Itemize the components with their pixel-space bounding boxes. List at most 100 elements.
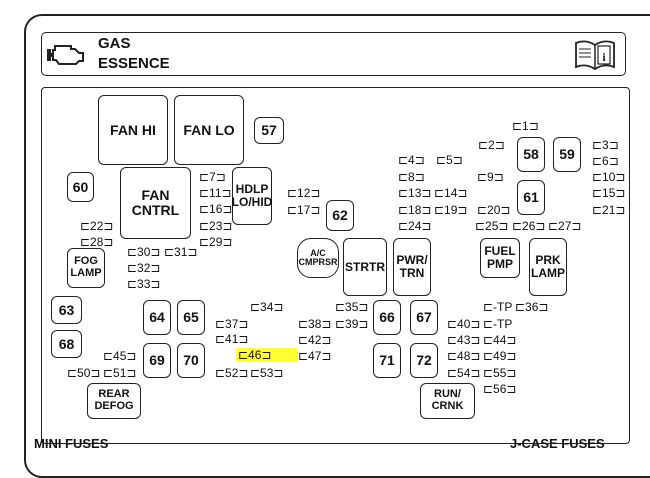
fuse-43: ⊏43⊐ xyxy=(447,333,481,347)
fuse-56: ⊏56⊐ xyxy=(483,382,517,396)
fuse-21: ⊏21⊐ xyxy=(592,203,626,217)
relay-label: 71 xyxy=(379,352,395,369)
relay-label: 66 xyxy=(379,309,395,326)
relay-label: 62 xyxy=(332,207,348,224)
relay-strtr: STRTR xyxy=(343,238,387,296)
svg-text:i: i xyxy=(602,50,606,64)
relay-64: 64 xyxy=(143,300,171,335)
fuse-44: ⊏44⊐ xyxy=(483,333,517,347)
fuse-15: ⊏15⊐ xyxy=(592,186,626,200)
relay-69: 69 xyxy=(143,343,171,378)
relay-label: 65 xyxy=(183,309,199,326)
relay-57: 57 xyxy=(254,117,284,144)
fuse-37: ⊏37⊐ xyxy=(215,317,249,331)
fuse-41: ⊏41⊐ xyxy=(215,332,249,346)
fuse-32: ⊏32⊐ xyxy=(127,261,161,275)
fuse-36: ⊏36⊐ xyxy=(515,300,549,314)
header-line-1: GAS xyxy=(98,35,131,52)
relay-label: 58 xyxy=(523,146,539,163)
relay-label: 61 xyxy=(523,189,539,206)
relay-label: 68 xyxy=(58,335,75,352)
fuse-30: ⊏30⊐ xyxy=(127,245,161,259)
relay-fan-lo: FAN LO xyxy=(174,95,244,165)
fuse-34: ⊏34⊐ xyxy=(250,300,284,314)
fuse-27: ⊏27⊐ xyxy=(548,219,582,233)
relay-label: PWR/ TRN xyxy=(396,253,428,280)
fuse-24: ⊏24⊐ xyxy=(398,219,432,233)
fuse-29: ⊏29⊐ xyxy=(199,235,233,249)
fuse-39: ⊏39⊐ xyxy=(335,317,369,331)
relay-hdlp: HDLP LO/HID xyxy=(232,167,272,225)
fuse-panel xyxy=(41,87,630,444)
relay-label: REAR DEFOG xyxy=(94,388,134,412)
fuse-28: ⊏28⊐ xyxy=(80,235,114,249)
fuse-51: ⊏51⊐ xyxy=(103,366,137,380)
fuse-40: ⊏40⊐ xyxy=(447,317,481,331)
fuse-35: ⊏35⊐ xyxy=(335,300,369,314)
fuse-6: ⊏6⊐ xyxy=(592,154,619,168)
fuse-52: ⊏52⊐ xyxy=(215,366,249,380)
fuse-53: ⊏53⊐ xyxy=(250,366,284,380)
fuse-14: ⊏14⊐ xyxy=(434,186,468,200)
relay-label: 60 xyxy=(72,178,89,195)
fuse-1: ⊏1⊐ xyxy=(512,119,539,133)
fuse-17: ⊏17⊐ xyxy=(287,203,321,217)
fuse-20: ⊏20⊐ xyxy=(477,203,511,217)
fuse-33: ⊏33⊐ xyxy=(127,277,161,291)
relay-61: 61 xyxy=(517,180,545,215)
relay-run-crnk: RUN/ CRNK xyxy=(420,383,475,419)
relay-58: 58 xyxy=(517,137,545,172)
relay-label: 70 xyxy=(183,352,199,369)
relay-70: 70 xyxy=(177,343,205,378)
manual-icon: i xyxy=(575,40,615,71)
relay-label: STRTR xyxy=(345,259,385,274)
relay-label: 59 xyxy=(559,146,575,163)
fuse-50: ⊏50⊐ xyxy=(67,366,101,380)
relay-fan-cntrl: FAN CNTRL xyxy=(120,167,191,239)
fuse-26: ⊏26⊐ xyxy=(512,219,546,233)
relay-label: 69 xyxy=(149,352,165,369)
relay-prk-lamp: PRK LAMP xyxy=(529,238,567,296)
relay-ac-cmprsr: A/C CMPRSR xyxy=(297,238,339,278)
relay-63: 63 xyxy=(51,296,82,324)
fuse-22: ⊏22⊐ xyxy=(80,219,114,233)
relay-label: 64 xyxy=(149,309,165,326)
relay-72: 72 xyxy=(410,343,438,378)
fuse-3: ⊏3⊐ xyxy=(592,138,619,152)
relay-label: RUN/ CRNK xyxy=(431,388,464,412)
relay-label: 72 xyxy=(416,352,432,369)
relay-label: FAN CNTRL xyxy=(131,187,180,218)
relay-rear-defog: REAR DEFOG xyxy=(87,383,141,419)
relay-label: FAN LO xyxy=(183,121,235,138)
relay-60: 60 xyxy=(67,172,94,202)
fuse-49: ⊏49⊐ xyxy=(483,349,517,363)
fuse-38: ⊏38⊐ xyxy=(298,317,332,331)
header-line-2: ESSENCE xyxy=(98,55,170,72)
relay-label: PRK LAMP xyxy=(531,253,565,280)
fuse-11: ⊏11⊐ xyxy=(199,186,232,200)
relay-label: HDLP LO/HID xyxy=(231,182,273,209)
fuse-2: ⊏2⊐ xyxy=(478,138,505,152)
fuse-42: ⊏42⊐ xyxy=(298,333,332,347)
fuse-31: ⊏31⊐ xyxy=(164,245,198,259)
footer-j-case-fuses: J-CASE FUSES xyxy=(510,436,605,451)
relay-65: 65 xyxy=(177,300,205,335)
relay-label: 57 xyxy=(261,122,277,139)
fuse-5: ⊏5⊐ xyxy=(436,153,463,167)
fuse-18: ⊏18⊐ xyxy=(398,203,432,217)
fuse-25: ⊏25⊐ xyxy=(475,219,509,233)
footer-mini-fuses: MINI FUSES xyxy=(34,436,109,451)
fuse-tp-1: ⊏-TP xyxy=(483,300,513,314)
fuse-13: ⊏13⊐ xyxy=(398,186,432,200)
fuse-12: ⊏12⊐ xyxy=(287,186,321,200)
relay-label: 63 xyxy=(58,301,75,318)
relay-62: 62 xyxy=(326,200,354,231)
fuse-tp-2: ⊏-TP xyxy=(483,317,513,331)
relay-59: 59 xyxy=(553,137,581,172)
relay-fan-hi: FAN HI xyxy=(98,95,168,165)
relay-label: 67 xyxy=(416,309,432,326)
fuse-45: ⊏45⊐ xyxy=(103,349,137,363)
fuse-9: ⊏9⊐ xyxy=(477,170,504,184)
relay-67: 67 xyxy=(410,300,438,335)
relay-label: A/C CMPRSR xyxy=(298,247,338,267)
